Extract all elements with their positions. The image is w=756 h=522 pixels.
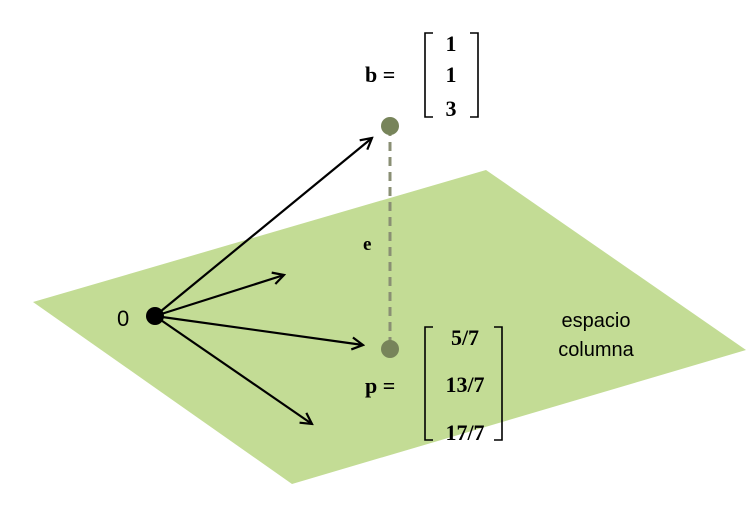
- plane-label-line1: espacio: [562, 310, 631, 332]
- vector-b-entry: 3: [446, 96, 457, 121]
- vector-arrow-short: [154, 275, 284, 318]
- plane-label-line2: columna: [558, 339, 634, 361]
- vector-b-matrix: 1 1 3: [424, 31, 479, 121]
- vectors: [154, 138, 372, 424]
- vector-arrow-to-b: [154, 138, 372, 317]
- vector-p-right-bracket: [494, 326, 503, 441]
- p-label: p =: [365, 373, 395, 398]
- origin-point: [146, 307, 164, 325]
- vector-p-left-bracket: [424, 326, 433, 441]
- vector-b-left-bracket: [424, 32, 433, 118]
- vector-arrow-down: [154, 315, 312, 424]
- vector-p-entry: 5/7: [451, 325, 479, 350]
- vector-p-entry: 13/7: [445, 372, 484, 397]
- vector-b-entry: 1: [446, 31, 457, 56]
- b-label: b =: [365, 62, 395, 87]
- vector-p-entry: 17/7: [445, 420, 484, 445]
- point-p: [381, 340, 399, 358]
- origin-label: 0: [117, 306, 129, 331]
- vector-b-entry: 1: [446, 62, 457, 87]
- vector-p-matrix: 5/7 13/7 17/7: [424, 325, 503, 445]
- vector-arrow-to-p: [154, 314, 363, 345]
- error-label: e: [363, 234, 371, 255]
- vector-b-right-bracket: [470, 32, 479, 118]
- point-b: [381, 117, 399, 135]
